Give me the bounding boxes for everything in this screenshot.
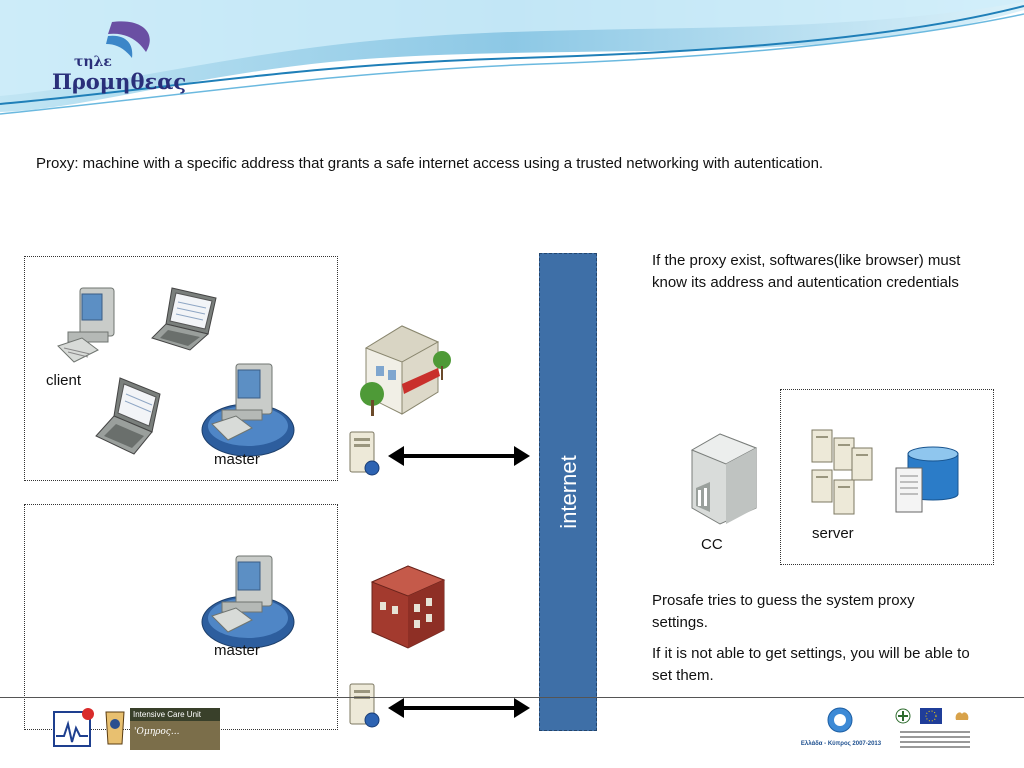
programme-circle-icon (827, 707, 853, 733)
client-label: client (46, 372, 82, 389)
laptop-icon (95, 377, 161, 455)
internet-bar (539, 253, 597, 731)
logo-line1: τηλε (74, 54, 112, 70)
proxy-credentials-text: If the proxy exist, softwares(like brows… (652, 252, 961, 291)
bidirectional-arrow-icon (388, 698, 530, 718)
client-network-box (24, 256, 338, 481)
master-computer-icon (201, 363, 295, 457)
header-wave-decoration (0, 0, 1024, 115)
server-rack-icon (811, 429, 873, 515)
laptop-icon (151, 287, 217, 351)
emblem-logo-icon (105, 711, 125, 745)
desktop-computer-icon (57, 287, 115, 363)
icu-title: Intensive Care Unit (130, 708, 220, 721)
prosafe-guess-text: Prosafe tries to guess the system proxy … (652, 592, 915, 631)
intro-text: Proxy: machine with a specific address t… (36, 155, 824, 172)
cc-label: CC (701, 536, 723, 553)
footer-divider (0, 697, 1024, 698)
server-box (780, 389, 994, 565)
master-label-top: master (214, 451, 260, 468)
cc-building-icon (690, 433, 758, 525)
footer-fine-print (900, 728, 970, 758)
database-icon (895, 446, 959, 513)
programme-logo: Ελλάδα - Κύπρος 2007-2013 (796, 706, 886, 760)
logo-swoosh-icon (106, 21, 150, 58)
proxy-server-icon (349, 431, 380, 476)
logo-text: τηλε Προμηθεας (52, 52, 186, 92)
office-building-icon (360, 325, 451, 416)
greek-emblem-icon (895, 708, 911, 724)
cyprus-emblem-icon (955, 712, 969, 720)
master-label-bottom: master (214, 642, 260, 659)
icu-logo: Intensive Care Unit 'Ομηρος... (130, 708, 220, 750)
icu-script: 'Ομηρος... (134, 727, 180, 737)
red-building-icon (370, 565, 446, 649)
programme-text: Ελλάδα - Κύπρος 2007-2013 (800, 741, 882, 747)
internet-label: internet (556, 455, 581, 529)
server-label: server (812, 525, 854, 542)
proxy-server-icon (349, 683, 380, 728)
institution-logo-icon (53, 708, 94, 747)
logo (50, 18, 160, 93)
logo-line2: Προμηθεας (52, 69, 187, 94)
manual-settings-text: If it is not able to get settings, you w… (652, 645, 970, 684)
eu-flag-icon (920, 708, 942, 724)
master-computer-icon (201, 555, 295, 649)
bidirectional-arrow-icon (388, 446, 530, 466)
